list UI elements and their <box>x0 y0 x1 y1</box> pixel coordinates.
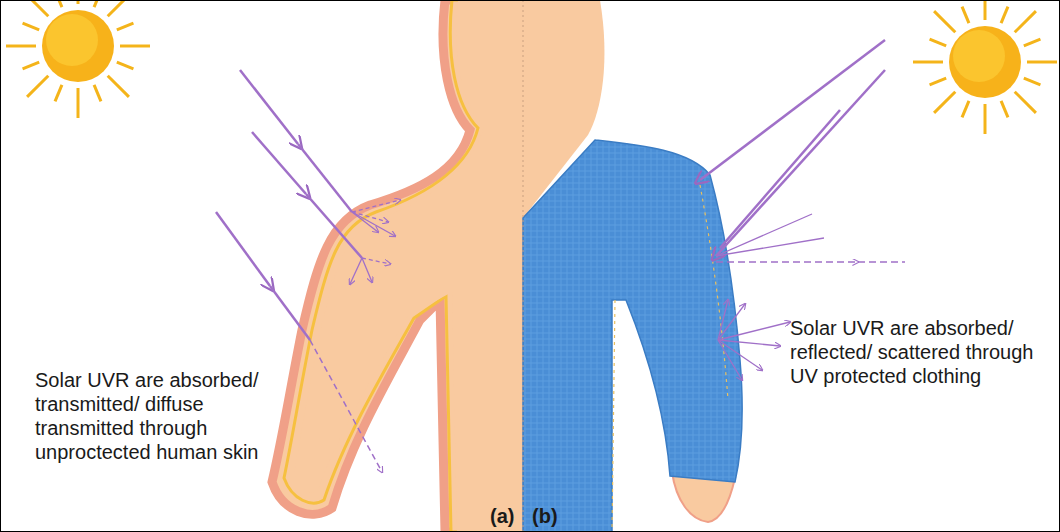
sun-ray <box>934 92 955 113</box>
skin-fill <box>294 0 523 532</box>
skin-body-left <box>272 0 523 532</box>
uv-protected-shirt <box>523 140 742 532</box>
sun-left <box>6 0 150 118</box>
sun-ray <box>117 23 134 30</box>
sun-ray <box>108 76 129 97</box>
sun-ray <box>1024 78 1041 85</box>
sun-ray <box>1001 7 1008 24</box>
uv-rays-left <box>216 70 362 340</box>
divider <box>523 0 524 532</box>
sun-ray <box>1015 11 1036 32</box>
caption-unprotected: Solar UVR are absorbed/ transmitted/ dif… <box>35 368 275 464</box>
sun-ray <box>77 0 80 4</box>
sun-ray <box>55 85 62 102</box>
sun-ray <box>984 0 987 20</box>
uv-rays-right <box>700 40 885 256</box>
sun-ray <box>55 0 62 7</box>
panel-label: (b) <box>532 504 558 528</box>
sun-ray <box>1027 61 1057 64</box>
sun-ray <box>930 78 947 85</box>
sun-ray <box>962 7 969 24</box>
sun-ray <box>934 11 955 32</box>
sun-ray <box>23 62 40 69</box>
uv-scatter-left <box>310 200 400 472</box>
sun-ray <box>913 61 943 64</box>
sun-ray <box>27 0 48 16</box>
sun-ray <box>930 39 947 46</box>
sun-ray <box>77 88 80 118</box>
sun-ray <box>27 76 48 97</box>
sun-ray <box>117 62 134 69</box>
sun-ray <box>120 45 150 48</box>
skin-layer <box>284 0 523 532</box>
sun-ray <box>23 23 40 30</box>
sun-ray <box>1001 101 1008 118</box>
panel-label: (a) <box>490 504 514 528</box>
sun-ray <box>1015 92 1036 113</box>
sun-ray <box>962 101 969 118</box>
sun-ray <box>1024 39 1041 46</box>
sun-ray <box>94 85 101 102</box>
sun-ray <box>6 45 36 48</box>
sun-ray <box>108 0 129 16</box>
sun-right <box>913 0 1057 134</box>
sun-ray <box>984 104 987 134</box>
caption-protected: Solar UVR are absorbed/ reflected/ scatt… <box>790 316 1040 388</box>
sun-ray <box>94 0 101 7</box>
shirt-seam <box>612 185 728 532</box>
